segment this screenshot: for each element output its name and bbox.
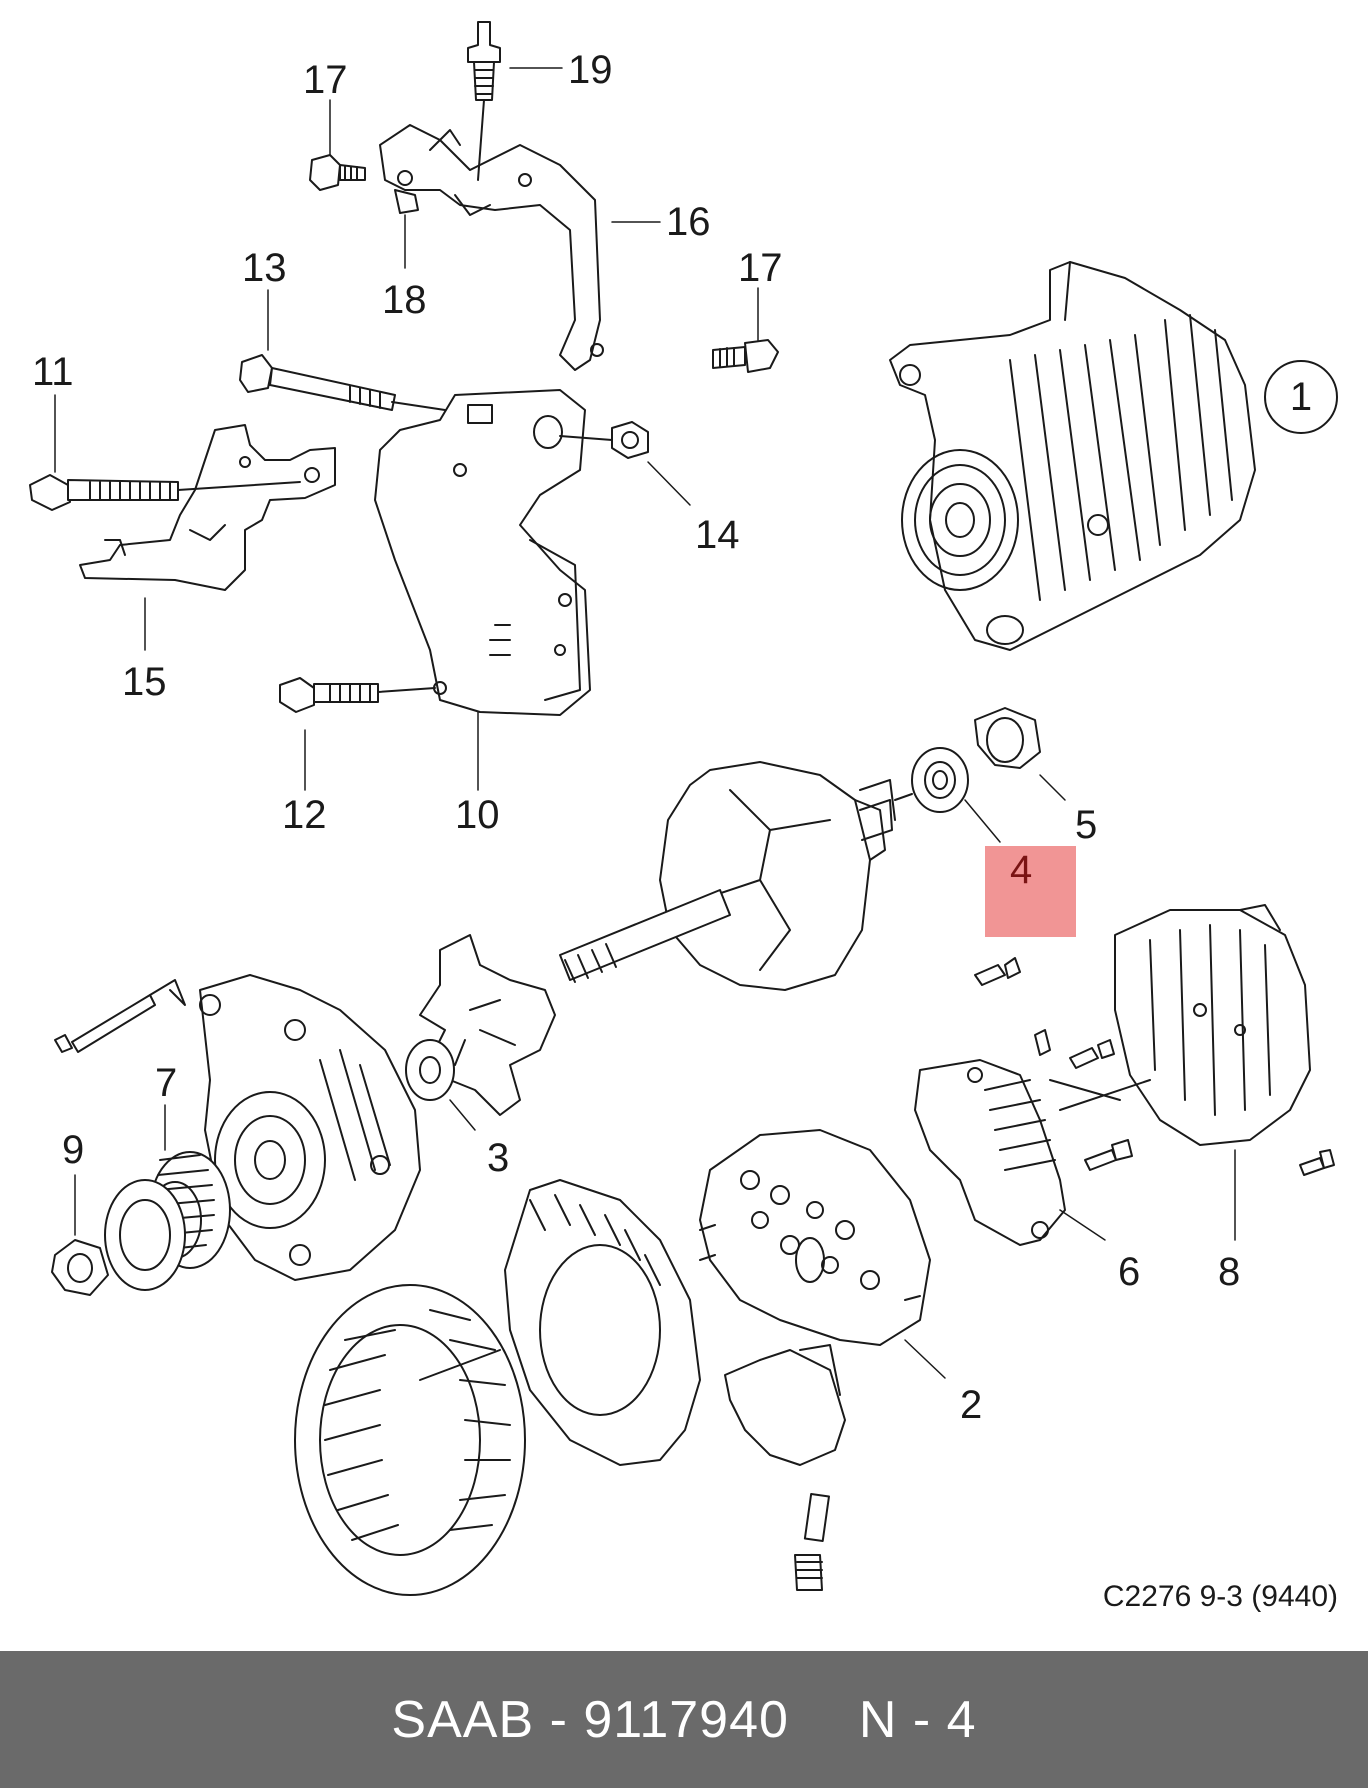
callout-19: 19 [568,48,613,92]
bearing-4 [894,747,969,813]
rectifier-2 [699,1129,931,1346]
callout-14: 14 [695,513,740,557]
bolt-12 [279,677,436,713]
callout-13: 13 [242,246,287,290]
highlighted-part-marker [985,846,1076,937]
drive-end-frame-7 [199,974,421,1281]
alternator-assembly-1 [889,261,1256,651]
diagram-position: N - 4 [858,1690,977,1749]
callout-5: 5 [1075,803,1098,847]
highlighted-part-number: 4 [1010,848,1033,892]
long-bolt [54,979,186,1053]
spacer-3 [405,1039,455,1101]
stator [294,1284,526,1596]
rear-cover-8 [1059,904,1311,1146]
assembly-number-badge: 1 [1264,360,1338,434]
callout-8: 8 [1218,1250,1241,1294]
leader-lines [54,67,1236,1379]
clip-18 [394,189,419,214]
callout-12: 12 [282,793,327,837]
nut-9 [51,1239,109,1296]
slip-ring-end-frame [419,1179,701,1466]
callout-3: 3 [487,1136,510,1180]
bolt-17-right [712,339,779,373]
callout-10: 10 [455,793,500,837]
callout-2: 2 [960,1383,983,1427]
callout-15: 15 [122,660,167,704]
assembly-number: 1 [1289,374,1313,419]
spacer-ring [104,1179,186,1291]
small-screws [974,957,1335,1176]
rotor [559,761,896,991]
callout-11: 11 [32,350,74,394]
callout-17-top: 17 [303,58,348,102]
exploded-parts-diagram: 17 19 16 17 18 13 11 14 15 12 10 5 3 7 9… [29,21,1338,1613]
bolt-11 [29,474,301,511]
callout-16: 16 [666,200,711,244]
regulator-6 [914,1029,1121,1246]
bolt-17-top [309,154,366,191]
upper-bracket-16 [379,124,604,371]
part-footer-bar: SAAB - 9117940 N - 4 [0,1651,1368,1788]
bearing-retainer-5 [974,707,1041,769]
callout-9: 9 [62,1128,85,1172]
plate-15 [79,424,336,591]
callout-17-right: 17 [738,246,783,290]
bolt-13 [239,354,446,411]
callout-7: 7 [155,1061,178,1105]
brand-part-number: SAAB - 9117940 [391,1690,789,1749]
stud-19 [467,21,501,181]
drawing-code: C2276 9-3 (9440) [1102,1580,1338,1613]
nut-14 [559,421,649,459]
mounting-bracket-10 [374,389,591,716]
callout-6: 6 [1118,1250,1141,1294]
brush-holder [724,1344,846,1591]
callout-18: 18 [382,278,427,322]
